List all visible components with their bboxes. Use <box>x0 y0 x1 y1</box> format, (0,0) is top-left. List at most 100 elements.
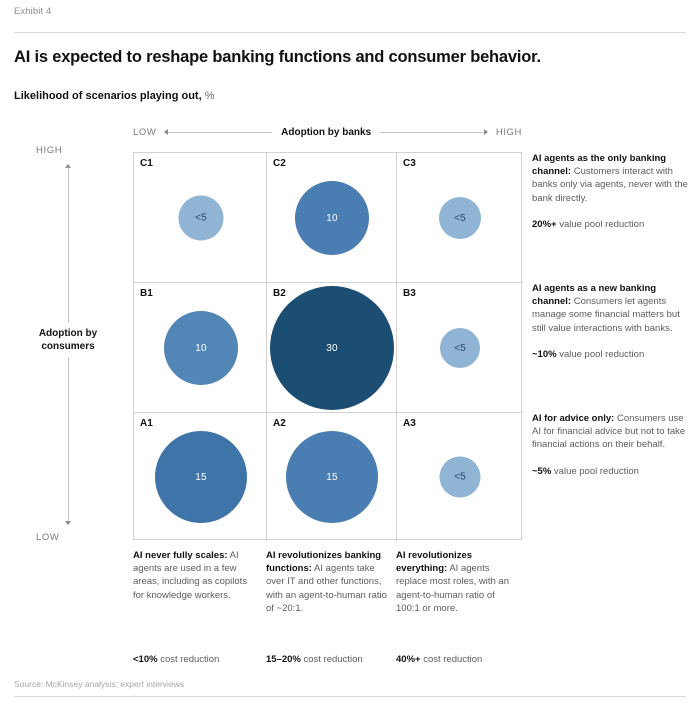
x-axis-title: Adoption by banks <box>281 126 372 138</box>
matrix-cell-c3[interactable]: C3 <5 <box>397 153 523 283</box>
page-title: AI is expected to reshape banking functi… <box>14 48 541 66</box>
annotation-metric-text: value pool reduction <box>556 218 645 230</box>
column-annotation-metric-value: 15–20% <box>266 654 301 665</box>
bubble-a2[interactable]: 15 <box>286 431 378 523</box>
column-annotation-text: AI agents are used in a few areas, inclu… <box>133 550 248 601</box>
annotation-body: AI agents as a new banking channel: Cons… <box>532 282 690 335</box>
bubble-b1[interactable]: 10 <box>164 311 238 385</box>
cell-code-label: A3 <box>403 418 416 429</box>
annotation-metric-value: ~10% <box>532 348 557 360</box>
cell-code-label: C1 <box>140 158 153 169</box>
bubble-value-label: <5 <box>454 471 466 483</box>
column-annotation-metric: 15–20% cost reduction <box>266 654 406 665</box>
annotation-title: AI for advice only: <box>532 413 615 424</box>
x-axis-high-label: HIGH <box>495 126 523 138</box>
y-axis-title: Adoption by consumers <box>14 323 122 357</box>
annotation-text: Consumers let agents manage some financi… <box>532 296 680 334</box>
annotation-body: AI for advice only: Consumers use AI for… <box>532 412 690 452</box>
cell-code-label: B1 <box>140 288 153 299</box>
matrix-cell-b2[interactable]: B2 30 <box>267 283 397 413</box>
y-axis-high-label: HIGH <box>36 145 63 156</box>
annotation-metric: ~10% value pool reduction <box>532 348 690 361</box>
cell-code-label: A1 <box>140 418 153 429</box>
column-annotation-metric-text: cost reduction <box>300 654 363 665</box>
bubble-b3[interactable]: <5 <box>440 328 480 368</box>
header-divider <box>14 32 686 33</box>
row-annotation-panel: AI agents as the only banking channel: C… <box>532 152 692 540</box>
column-annotation-3: AI revolutionizes everything: AI agents … <box>396 549 518 665</box>
bubble-value-label: 10 <box>195 342 207 354</box>
bubble-value-label: 15 <box>195 471 207 483</box>
y-axis-low-label: LOW <box>36 532 60 543</box>
annotation-title: AI agents as the only banking channel: <box>532 153 667 178</box>
bubble-b2[interactable]: 30 <box>270 286 394 410</box>
column-annotation-metric-text: cost reduction <box>420 654 483 665</box>
matrix-cell-a3[interactable]: A3 <5 <box>397 413 523 541</box>
column-annotation-metric-value: 40%+ <box>396 654 421 665</box>
x-axis-line-right <box>380 129 488 135</box>
column-annotation-metric-value: <10% <box>133 654 158 665</box>
bubble-a1[interactable]: 15 <box>155 431 247 523</box>
column-annotation-title: AI never fully scales: <box>133 550 228 561</box>
column-annotation-title: AI revolutionizes everything: <box>396 550 473 575</box>
annotation-metric: 20%+ value pool reduction <box>532 218 690 231</box>
subtitle: Likelihood of scenarios playing out, % <box>14 90 214 102</box>
matrix-cell-b3[interactable]: B3 <5 <box>397 283 523 413</box>
y-axis: HIGH Adoption by consumers LOW <box>14 145 124 543</box>
cell-code-label: C2 <box>273 158 286 169</box>
x-axis-low-label: LOW <box>133 126 157 138</box>
column-annotation-title: AI revolutionizes banking functions: <box>266 550 382 575</box>
annotation-metric-text: value pool reduction <box>556 348 645 360</box>
matrix-cell-c1[interactable]: C1 <5 <box>134 153 267 283</box>
column-annotation-metric: 40%+ cost reduction <box>396 654 536 665</box>
column-annotation-body: AI never fully scales: AI agents are use… <box>133 549 255 602</box>
column-annotation-body: AI revolutionizes banking functions: AI … <box>266 549 388 615</box>
row-annotation-c: AI agents as the only banking channel: C… <box>532 152 690 231</box>
bubble-value-label: 10 <box>326 212 338 224</box>
cell-code-label: B2 <box>273 288 286 299</box>
exhibit-label: Exhibit 4 <box>14 6 52 17</box>
annotation-metric-value: ~5% <box>532 465 552 477</box>
x-axis-line-left <box>164 129 273 135</box>
cell-code-label: B3 <box>403 288 416 299</box>
bubble-a3[interactable]: <5 <box>439 456 481 498</box>
footer-divider <box>14 696 686 697</box>
subtitle-text: Likelihood of scenarios playing out, <box>14 90 202 102</box>
row-annotation-a: AI for advice only: Consumers use AI for… <box>532 412 690 478</box>
arrow-down-icon <box>65 521 71 525</box>
annotation-body: AI agents as the only banking channel: C… <box>532 152 690 205</box>
column-annotation-body: AI revolutionizes everything: AI agents … <box>396 549 518 615</box>
annotation-metric-text: value pool reduction <box>551 465 639 477</box>
annotation-text: Customers interact with banks only via a… <box>532 166 688 204</box>
annotation-metric-value: 20%+ <box>532 218 557 230</box>
column-annotation-text: AI agents replace most roles, with an ag… <box>396 563 509 614</box>
bubble-value-label: <5 <box>454 212 466 224</box>
bubble-c2[interactable]: 10 <box>295 181 369 255</box>
bubble-c3[interactable]: <5 <box>439 197 481 239</box>
cell-code-label: C3 <box>403 158 416 169</box>
matrix-cell-b1[interactable]: B1 10 <box>134 283 267 413</box>
arrow-up-icon <box>65 164 71 168</box>
bubble-value-label: 30 <box>326 342 338 354</box>
cell-code-label: A2 <box>273 418 286 429</box>
bubble-value-label: 15 <box>326 471 338 483</box>
bubble-value-label: <5 <box>195 212 207 224</box>
x-axis: LOW Adoption by banks HIGH <box>133 124 522 140</box>
matrix-cell-a1[interactable]: A1 15 <box>134 413 267 541</box>
column-annotation-metric-text: cost reduction <box>157 654 220 665</box>
source-note: Source: McKinsey analysis; expert interv… <box>14 679 185 689</box>
matrix-cell-a2[interactable]: A2 15 <box>267 413 397 541</box>
column-annotation-panel: AI never fully scales: AI agents are use… <box>133 549 533 679</box>
matrix-cell-c2[interactable]: C2 10 <box>267 153 397 283</box>
bubble-c1[interactable]: <5 <box>178 195 224 241</box>
subtitle-unit: % <box>204 90 215 102</box>
bubble-value-label: <5 <box>454 342 466 354</box>
column-annotation-2: AI revolutionizes banking functions: AI … <box>266 549 388 665</box>
annotation-metric: ~5% value pool reduction <box>532 465 690 478</box>
row-annotation-b: AI agents as a new banking channel: Cons… <box>532 282 690 361</box>
column-annotation-1: AI never fully scales: AI agents are use… <box>133 549 255 665</box>
column-annotation-text: AI agents take over IT and other functio… <box>266 563 387 614</box>
annotation-title: AI agents as a new banking channel: <box>532 283 657 308</box>
